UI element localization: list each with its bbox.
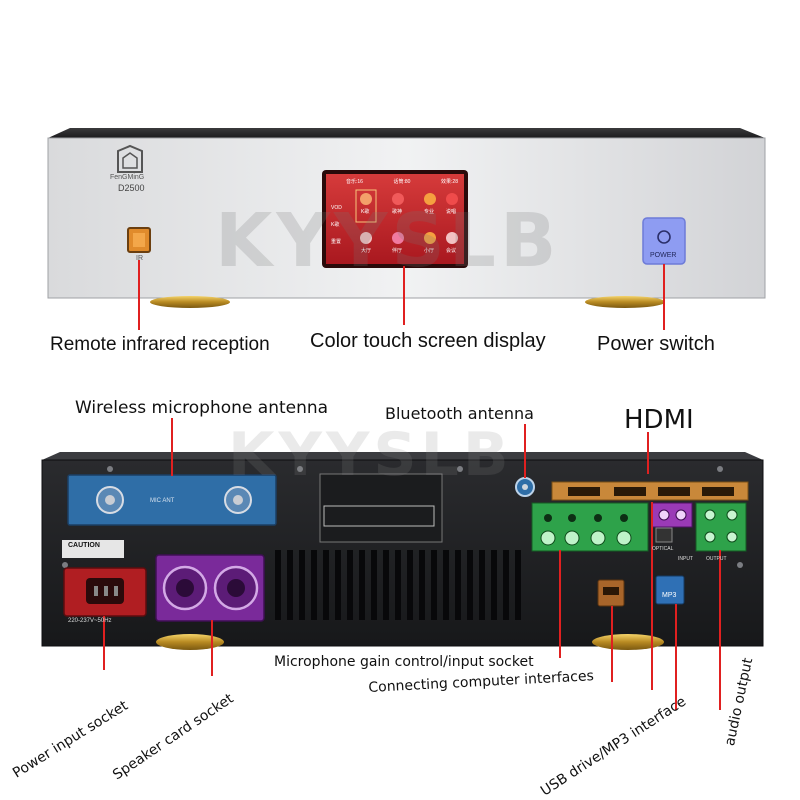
audio-output-panel [695, 502, 747, 552]
screen-header: 音乐:16 话筒:80 效果:28 [346, 178, 458, 185]
screen-header-mic: 话筒:80 [393, 179, 411, 185]
screen-button-rap[interactable]: 说唱 [446, 209, 457, 215]
rca-input-right[interactable] [675, 509, 687, 521]
ir-label: IR [136, 255, 143, 262]
callout-power-switch: Power switch [597, 333, 715, 355]
rear-foot-right [592, 634, 664, 650]
hdmi-port-1[interactable] [568, 487, 600, 496]
optical-label: OPTICAL [652, 546, 674, 552]
screen-side-karaoke[interactable]: K歌 [331, 222, 340, 228]
mic-input-jacks [544, 514, 628, 522]
rear-top-edge [42, 452, 763, 460]
screen-button-lounge[interactable]: 伴厅 [392, 248, 403, 254]
mic-gain-knobs [540, 530, 632, 546]
screen-button-small-hall[interactable]: 小厅 [424, 248, 435, 254]
power-label: POWER [650, 252, 677, 259]
front-top-lid [48, 128, 765, 138]
hdmi-port-4[interactable] [702, 487, 734, 496]
hdmi-port-2[interactable] [614, 487, 646, 496]
callout-hdmi: HDMI [624, 405, 694, 435]
callout-wireless-antenna: Wireless microphone antenna [75, 398, 329, 418]
screen-side-menu: VOD K歌 重置 [331, 200, 342, 251]
hdmi-port-3[interactable] [658, 487, 690, 496]
rca-input-left[interactable] [658, 509, 670, 521]
screen-header-effect: 效果:28 [441, 179, 458, 185]
touch-screen[interactable] [326, 174, 464, 264]
screen-button-meeting[interactable]: 会议 [446, 248, 457, 254]
screen-header-music: 音乐:16 [346, 179, 363, 185]
rear-foot-left [156, 634, 224, 650]
front-foot-right [585, 296, 665, 308]
antenna-label: MIC ANT [150, 498, 175, 504]
screen-button-grid [355, 189, 458, 244]
front-panel-illustration [47, 128, 766, 330]
rear-screws [62, 466, 743, 568]
spec-sticker [319, 473, 443, 543]
vent-slots [275, 550, 521, 620]
callout-bluetooth-antenna: Bluetooth antenna [385, 404, 534, 423]
front-foot-left [150, 296, 230, 308]
hdmi-port-strip [551, 481, 749, 501]
model-name: D2500 [118, 183, 145, 193]
callout-mic-gain: Microphone gain control/input socket [274, 654, 534, 670]
mp3-label: MP3 [662, 592, 677, 599]
screen-button-pro[interactable]: 专业 [424, 209, 435, 215]
screen-button-singer[interactable]: 歌神 [392, 209, 403, 215]
brand-logo-icon [117, 144, 143, 173]
input-label: INPUT [678, 556, 693, 562]
audio-output-jacks [704, 509, 738, 543]
rear-panel-illustration [41, 418, 764, 710]
callout-remote-infrared: Remote infrared reception [50, 334, 270, 355]
voltage-label: 220-237V~50Hz [68, 618, 112, 624]
callout-touch-screen: Color touch screen display [310, 330, 546, 352]
caution-sticker [62, 540, 124, 558]
power-icon [657, 230, 671, 244]
screen-button-ktv[interactable]: K歌 [361, 209, 370, 215]
brand-name: FenGMinG [110, 174, 145, 181]
screen-button-hall[interactable]: 大厅 [361, 248, 372, 254]
screen-side-reset[interactable]: 重置 [331, 239, 342, 245]
output-label: OUTPUT [706, 556, 727, 562]
optical-port[interactable] [655, 527, 673, 543]
mp3-port[interactable] [655, 575, 685, 605]
screen-side-vod[interactable]: VOD [331, 205, 342, 211]
caution-label: CAUTION [68, 542, 100, 549]
